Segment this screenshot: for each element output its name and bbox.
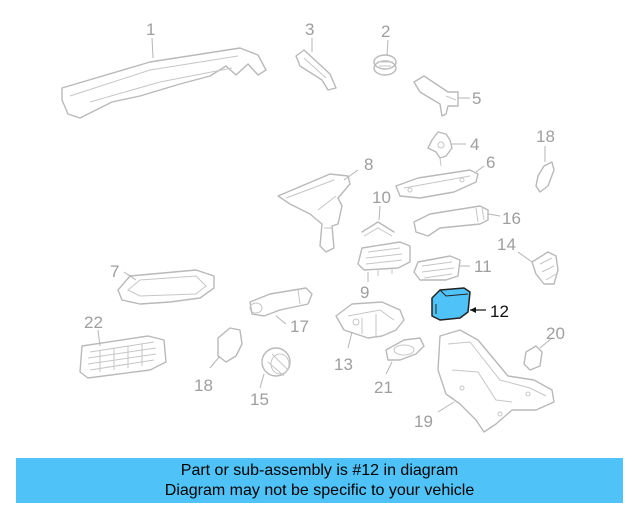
part-19-floor-duct xyxy=(437,329,555,433)
callout-21: 21 xyxy=(374,378,393,397)
part-15-round-vent xyxy=(261,347,291,377)
callout-5: 5 xyxy=(472,89,481,108)
banner-line-2: Diagram may not be specific to your vehi… xyxy=(164,482,475,499)
part-16-duct-tube xyxy=(413,205,489,237)
part-20-panel xyxy=(523,345,543,371)
callout-6: 6 xyxy=(486,153,495,172)
callout-18-upper: 18 xyxy=(536,127,555,146)
callout-4: 4 xyxy=(470,135,479,154)
part-6-duct-cover xyxy=(395,169,479,199)
part-22-dash-vent xyxy=(79,335,167,379)
callout-12: 12 xyxy=(490,302,509,321)
callout-3: 3 xyxy=(305,20,314,39)
info-banner: Part or sub-assembly is #12 in diagram D… xyxy=(16,458,623,503)
callout-8: 8 xyxy=(364,155,373,174)
part-12-highlighted-duct[interactable] xyxy=(431,287,471,321)
callout-15: 15 xyxy=(250,390,269,409)
callout-7: 7 xyxy=(110,262,119,281)
part-1-dash-duct xyxy=(61,47,267,119)
callout-2: 2 xyxy=(381,22,390,41)
callout-17: 17 xyxy=(290,317,309,336)
banner-line-1: Part or sub-assembly is #12 in diagram xyxy=(180,462,459,479)
part-2-vent-knob xyxy=(373,54,397,76)
callout-22: 22 xyxy=(84,313,103,332)
parts-diagram: 1 3 2 5 4 18 8 xyxy=(61,20,565,433)
part-4-connector xyxy=(427,131,453,167)
callout-18-lower: 18 xyxy=(194,376,213,395)
part-7-duct-panel xyxy=(117,269,215,305)
part-18-vent-cap-lower xyxy=(217,327,243,363)
part-8-duct-assembly xyxy=(277,173,351,253)
part-17-hose-elbow xyxy=(249,287,313,317)
part-10-clip xyxy=(361,221,395,237)
callout-10: 10 xyxy=(372,188,391,207)
part-9-center-vent xyxy=(357,241,411,276)
callout-20: 20 xyxy=(546,324,565,343)
part-13-blower-housing xyxy=(335,301,405,339)
part-3-bracket xyxy=(295,49,337,91)
callout-16: 16 xyxy=(502,209,521,228)
part-11-vent-grille xyxy=(413,255,461,281)
callout-13: 13 xyxy=(334,355,353,374)
callout-19: 19 xyxy=(414,412,433,431)
part-14-side-vent xyxy=(531,251,559,285)
callout-11: 11 xyxy=(474,257,492,276)
part-18-vent-cap-upper xyxy=(535,161,555,193)
callout-9: 9 xyxy=(360,283,369,302)
part-21-oval-trim xyxy=(385,337,425,361)
callout-14: 14 xyxy=(497,235,516,254)
part-5-hose xyxy=(413,75,459,117)
callout-1: 1 xyxy=(146,20,155,39)
